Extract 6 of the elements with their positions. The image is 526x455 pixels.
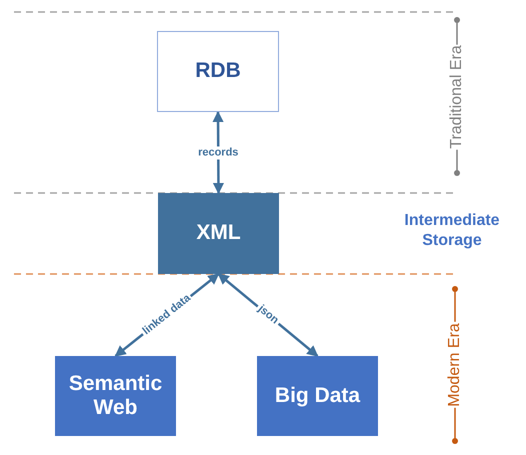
process-box: Semantic Web <box>55 356 176 436</box>
storage-box: XML <box>158 193 279 274</box>
era-label: Intermediate Storage <box>403 211 501 251</box>
database-box: RDB <box>157 31 279 112</box>
edge-label: records <box>196 146 240 159</box>
process-box: Big Data <box>257 356 378 436</box>
